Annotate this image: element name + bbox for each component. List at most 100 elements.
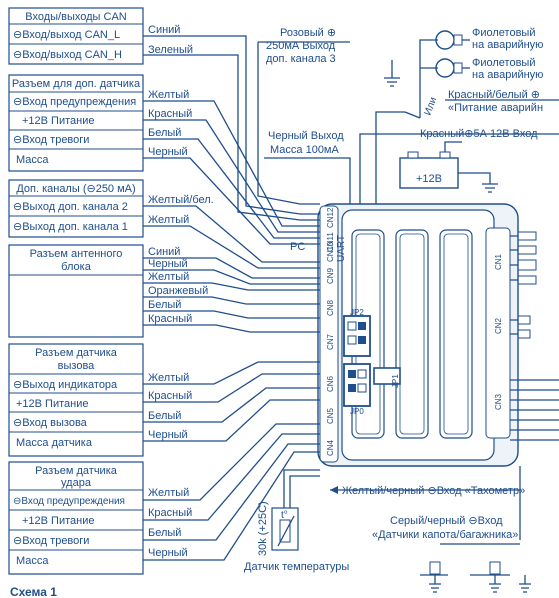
call-sensor-row-4: Масса датчика [16, 437, 93, 449]
shock-sensor-wire-1: Желтый [148, 487, 189, 499]
antenna-wire-1: Синий [148, 246, 180, 258]
hood-label-1: Серый/черный ⊖Вход [390, 515, 503, 527]
ground-top [384, 60, 400, 87]
red-input-label: Красный⊕5А 12В Вход [420, 128, 538, 140]
cn12-label: CN12 [326, 207, 335, 228]
violet-label-2a: Фиолетовый [472, 57, 535, 69]
temp-symbol: t° [281, 510, 288, 521]
call-sensor-wire-3: Белый [148, 410, 181, 422]
extra-sensor-row-3: ⊖Вход тревоги [13, 134, 89, 146]
extra-channels-wire-1: Желтый/бел. [148, 194, 214, 206]
extra-channels-title: Доп. каналы (⊖250 мА) [16, 183, 135, 195]
cn9-label: CN9 [326, 267, 335, 284]
cn1-label: CN1 [494, 253, 503, 270]
violet-label-1b: на аварийную [472, 39, 543, 51]
right-pins [510, 231, 559, 441]
block-call-sensor [8, 343, 144, 457]
antenna-wire-5: Белый [148, 299, 181, 311]
call-sensor-wire-2: Красный [148, 390, 192, 402]
cn2-label: CN2 [494, 317, 503, 334]
antenna-title-2: блока [61, 261, 92, 273]
call-sensor-wire-4: Черный [148, 429, 188, 441]
red-white-label-1: Красный/белый ⊕ [448, 89, 540, 101]
temp-label: Датчик температуры [244, 561, 349, 573]
battery-label: +12В [416, 173, 442, 185]
antenna-wire-4: Оранжевый [148, 285, 208, 297]
extra-channels-row-2: ⊖Выход доп. канала 1 [13, 221, 128, 233]
cn4-label: CN4 [326, 439, 335, 456]
cn7-label: CN7 [326, 333, 335, 350]
extra-sensor-row-2: +12В Питание [22, 115, 94, 127]
lamp-1 [419, 30, 470, 105]
shock-sensor-wire-3: Белый [148, 527, 181, 539]
can-row-2: ⊖Вход/выход CAN_H [13, 49, 122, 61]
temp-rating: 30k (+25C) [257, 501, 269, 556]
red-white-label-2: «Питание аварийн [448, 102, 543, 114]
call-sensor-row-3: ⊖Вход вызова [13, 417, 88, 429]
cn11-label: CN11 [326, 232, 335, 252]
extra-sensor-wire-4: Черный [148, 146, 188, 158]
pink-label-3: доп. канала 3 [266, 53, 336, 65]
violet-label-1a: Фиолетовый [472, 27, 535, 39]
jp1-label: JP1 [391, 374, 400, 388]
hood-arrow [440, 466, 521, 545]
block-shock-sensor [8, 461, 144, 575]
pc-label: PC [290, 241, 305, 253]
wires-left [143, 35, 320, 561]
uart-label: UART [336, 235, 347, 262]
jp0-label: JP0 [350, 407, 364, 416]
violet-label-2b: на аварийную [472, 69, 543, 81]
cn10-label: CN10 [326, 241, 335, 262]
or-switch [404, 99, 559, 119]
shock-sensor-wire-2: Красный [148, 507, 192, 519]
shock-sensor-row-2: +12В Питание [22, 515, 94, 527]
can-wire-2: Зеленый [148, 44, 193, 56]
antenna-title-1: Разъем антенного [30, 248, 123, 260]
antenna-wire-3: Желтый [148, 271, 189, 283]
call-sensor-row-1: ⊖Выход индикатора [13, 379, 118, 391]
block-antenna [8, 244, 144, 338]
bottom-switches [420, 561, 531, 593]
extra-sensor-wire-2: Красный [148, 108, 192, 120]
lamp-2 [420, 58, 470, 78]
wires-top [257, 41, 559, 205]
can-title: Входы/выходы CAN [25, 11, 127, 23]
or-label: Или [422, 96, 439, 117]
extra-sensor-row-1: ⊖Вход предупреждения [13, 96, 136, 108]
battery [399, 141, 498, 193]
shock-sensor-title-1: Разъем датчика [35, 465, 118, 477]
call-sensor-title-2: вызова [58, 360, 96, 372]
extra-sensor-wire-1: Желтый [148, 89, 189, 101]
hood-label-2: «Датчики капота/багажника» [372, 529, 518, 541]
shock-sensor-wire-4: Черный [148, 547, 188, 559]
extra-channels-wire-2: Желтый [148, 214, 189, 226]
shock-sensor-title-2: удара [61, 477, 92, 489]
extra-sensor-title: Разъем для доп. датчика [12, 78, 141, 90]
call-sensor-row-2: +12В Питание [16, 398, 88, 410]
extra-channels-row-1: ⊖Выход доп. канала 2 [13, 201, 128, 213]
main-unit [317, 203, 519, 467]
call-sensor-wire-1: Желтый [148, 372, 189, 384]
antenna-wire-2: Черный [148, 258, 188, 270]
black-label-1: Черный Выход [268, 130, 344, 142]
cn6-label: CN6 [326, 375, 335, 392]
cn8-label: CN8 [326, 299, 335, 316]
block-extra-sensor [8, 74, 144, 172]
black-label-2: Масса 100мА [270, 144, 339, 156]
jp2-label: JP2 [350, 308, 364, 317]
cn5-label: CN5 [326, 407, 335, 424]
pink-label-2: 250мА Выход [266, 40, 336, 52]
schema-title: Схема 1 [10, 585, 57, 598]
temperature-sensor [271, 469, 320, 551]
call-sensor-title-1: Разъем датчика [35, 347, 118, 359]
tacho-label: Желтый/черный ⊖Вход «Тахометр» [342, 485, 525, 497]
antenna-wire-6: Красный [148, 313, 192, 325]
block-can [8, 7, 144, 65]
can-wire-1: Синий [148, 24, 180, 36]
pink-label-1: Розовый ⊕ [280, 27, 336, 39]
tacho-arrow [330, 486, 520, 494]
shock-sensor-row-3: ⊖Вход тревоги [13, 535, 89, 547]
can-row-1: ⊖Вход/выход CAN_L [13, 29, 120, 41]
shock-sensor-row-1: ⊖Вход предупреждения [13, 496, 125, 507]
